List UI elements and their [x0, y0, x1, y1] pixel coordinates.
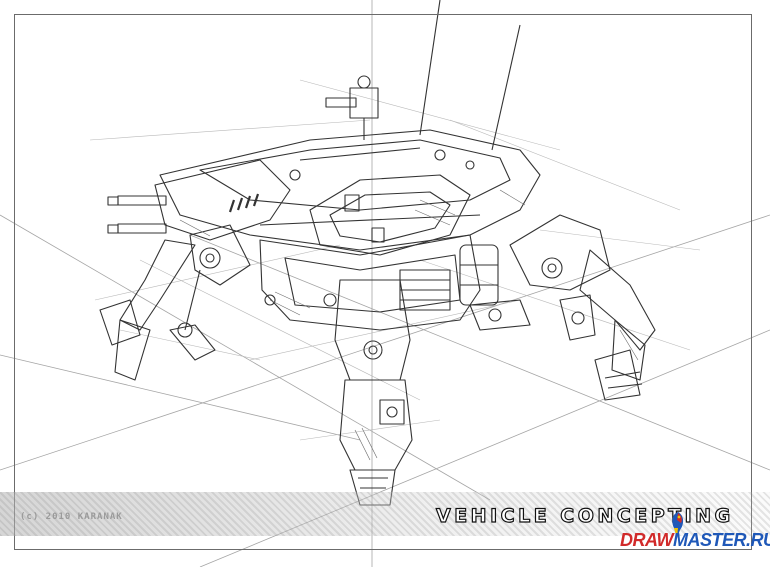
caption-banner	[0, 492, 770, 536]
drawmaster-logo[interactable]: DRAWMASTER.RU	[620, 530, 770, 551]
shading-hatching	[179, 189, 639, 461]
parrot-icon	[672, 512, 684, 538]
artwork-title: VEHICLE CONCEPTING	[435, 504, 734, 527]
logo-draw-text: DRAW	[620, 530, 674, 550]
mech-walker-drawing	[99, 0, 656, 506]
logo-master-text: MASTER.RU	[673, 530, 770, 550]
copyright-text: (c) 2010 KARANAK	[20, 512, 123, 522]
construction-lines	[89, 79, 701, 441]
